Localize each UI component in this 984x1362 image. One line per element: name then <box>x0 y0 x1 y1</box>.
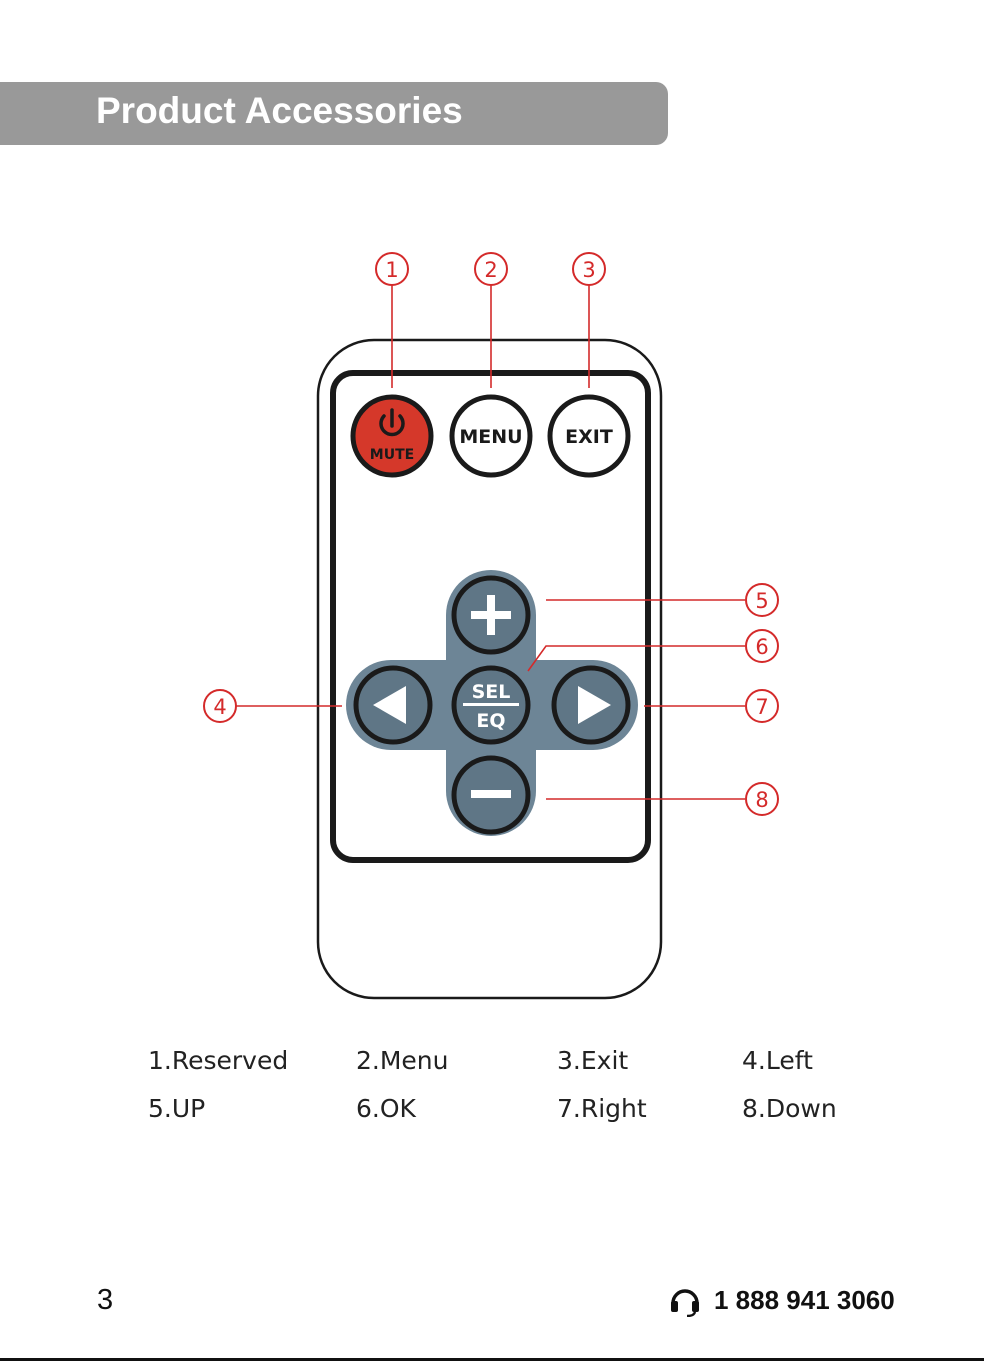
right-button[interactable] <box>554 668 628 742</box>
support-contact: 1 888 941 3060 <box>668 1283 895 1317</box>
svg-text:8: 8 <box>755 788 768 812</box>
svg-text:5: 5 <box>755 589 768 613</box>
page-number: 3 <box>97 1283 113 1317</box>
bottom-rule <box>0 1358 984 1361</box>
callout-3: 3 <box>573 253 605 285</box>
minus-icon <box>471 790 511 798</box>
mute-label: MUTE <box>370 447 414 463</box>
callout-6: 6 <box>746 630 778 662</box>
eq-label: EQ <box>476 710 505 732</box>
headset-icon <box>668 1283 702 1317</box>
power-mute-button[interactable]: MUTE <box>353 397 431 475</box>
callout-2: 2 <box>475 253 507 285</box>
legend-item: 8.Down <box>742 1094 837 1124</box>
legend-item: 3.Exit <box>557 1046 628 1076</box>
svg-text:4: 4 <box>213 695 226 719</box>
svg-text:2: 2 <box>484 258 497 282</box>
up-plus-button[interactable] <box>454 578 528 652</box>
left-button[interactable] <box>356 668 430 742</box>
exit-button[interactable]: EXIT <box>550 397 628 475</box>
menu-button[interactable]: MENU <box>452 397 530 475</box>
svg-text:6: 6 <box>755 635 768 659</box>
exit-label: EXIT <box>565 426 613 448</box>
callout-4: 4 <box>204 690 236 722</box>
down-minus-button[interactable] <box>454 758 528 832</box>
sel-eq-ok-button[interactable]: SEL EQ <box>454 668 528 742</box>
svg-text:3: 3 <box>582 258 595 282</box>
legend-item: 7.Right <box>557 1094 647 1124</box>
support-phone: 1 888 941 3060 <box>714 1285 895 1316</box>
legend-item: 6.OK <box>356 1094 416 1124</box>
callout-1: 1 <box>376 253 408 285</box>
svg-text:7: 7 <box>755 695 768 719</box>
svg-text:1: 1 <box>385 258 398 282</box>
callout-7: 7 <box>746 690 778 722</box>
callout-8: 8 <box>746 783 778 815</box>
legend-item: 4.Left <box>742 1046 813 1076</box>
legend-item: 1.Reserved <box>148 1046 288 1076</box>
legend-item: 2.Menu <box>356 1046 449 1076</box>
sel-label: SEL <box>472 681 511 703</box>
menu-label: MENU <box>459 426 522 448</box>
callout-5: 5 <box>746 584 778 616</box>
legend-item: 5.UP <box>148 1094 205 1124</box>
